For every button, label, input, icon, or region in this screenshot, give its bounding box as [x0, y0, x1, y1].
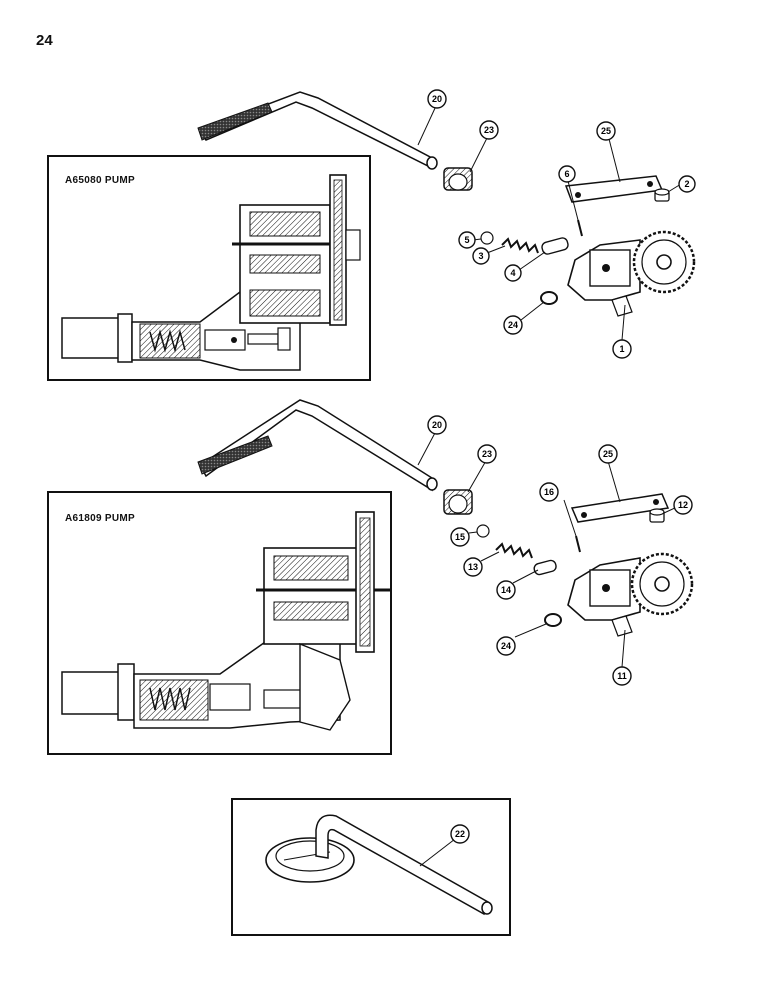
plunger-lower: [533, 559, 557, 576]
suction-screen-tube: [265, 814, 493, 916]
ball-lower: [476, 524, 490, 538]
callout-22: 22: [450, 824, 470, 844]
callout-24-upper: 24: [503, 315, 523, 335]
svg-text:25: 25: [601, 126, 611, 136]
callout-5-upper: 5: [458, 231, 476, 249]
svg-text:20: 20: [432, 420, 442, 430]
callout-4-upper: 4: [504, 264, 522, 282]
svg-text:24: 24: [508, 320, 518, 330]
fitting-upper: [443, 167, 473, 191]
nut-lower: [649, 508, 665, 523]
callout-1-upper: 1: [612, 339, 632, 359]
callout-12-lower: 12: [673, 495, 693, 515]
svg-text:23: 23: [484, 125, 494, 135]
callout-23-lower: 23: [477, 444, 497, 464]
callout-24-lower: 24: [496, 636, 516, 656]
callout-25-lower: 25: [598, 444, 618, 464]
lower-inset-label: A61809 PUMP: [65, 513, 135, 524]
spring-lower: [495, 542, 533, 559]
svg-text:4: 4: [510, 268, 515, 278]
nut-upper: [654, 188, 670, 202]
pump-assembly-upper: [567, 230, 696, 317]
suction-tube-lower: [197, 399, 438, 492]
svg-text:20: 20: [432, 94, 442, 104]
suction-tube-upper: [197, 91, 438, 170]
fitting-lower: [443, 489, 473, 515]
pin-upper: [577, 219, 583, 237]
callout-6-upper: 6: [558, 165, 576, 183]
callouts-upper: 20 23 25 6 2 5 3 4 24 1: [427, 89, 696, 359]
svg-text:11: 11: [617, 671, 627, 681]
svg-text:16: 16: [544, 487, 554, 497]
page-number: 24: [36, 32, 53, 49]
callout-25-upper: 25: [596, 121, 616, 141]
svg-text:2: 2: [684, 179, 689, 189]
svg-text:25: 25: [603, 449, 613, 459]
o-ring-lower: [544, 613, 562, 627]
pump-assembly-lower: [567, 552, 694, 637]
callout-2-upper: 2: [678, 175, 696, 193]
svg-text:3: 3: [478, 251, 483, 261]
o-ring-upper: [540, 291, 558, 305]
svg-text:24: 24: [501, 641, 511, 651]
spring-upper: [501, 237, 539, 254]
plunger-upper: [541, 237, 569, 255]
ball-upper: [480, 231, 494, 245]
callout-20-lower: 20: [427, 415, 447, 435]
callout-16-lower: 16: [539, 482, 559, 502]
plate-lower: [570, 493, 670, 523]
callout-20-upper: 20: [427, 89, 447, 109]
callout-23-upper: 23: [479, 120, 499, 140]
callouts-lower: 20 23 25 16 12 15 13 14 24 11: [427, 415, 693, 686]
callouts-bottom: 22: [450, 824, 470, 844]
svg-text:14: 14: [501, 585, 511, 595]
cross-section-lower: [61, 511, 392, 731]
plate-upper: [564, 175, 664, 203]
svg-text:1: 1: [619, 344, 624, 354]
svg-text:22: 22: [455, 829, 465, 839]
svg-text:15: 15: [455, 532, 465, 542]
callout-11-lower: 11: [612, 666, 632, 686]
leader-lines: [417, 105, 682, 867]
svg-text:23: 23: [482, 449, 492, 459]
pin-lower: [575, 535, 581, 553]
callout-13-lower: 13: [463, 557, 483, 577]
callout-15-lower: 15: [450, 527, 470, 547]
cross-section-upper: [61, 174, 361, 371]
callout-3-upper: 3: [472, 247, 490, 265]
svg-text:13: 13: [468, 562, 478, 572]
svg-text:5: 5: [464, 235, 469, 245]
svg-text:6: 6: [564, 169, 569, 179]
callout-14-lower: 14: [496, 580, 516, 600]
upper-inset-label: A65080 PUMP: [65, 175, 135, 186]
svg-text:12: 12: [678, 500, 688, 510]
